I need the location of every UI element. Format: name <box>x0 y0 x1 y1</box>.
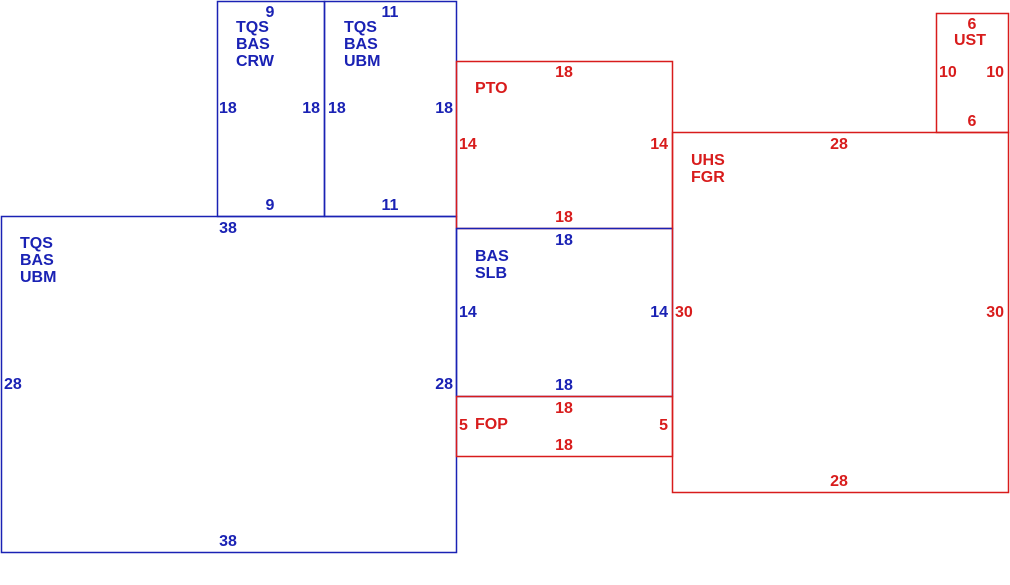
dimension-right: 10 <box>986 64 1004 81</box>
room-label-line: BAS <box>20 252 54 269</box>
dimension-right: 14 <box>650 136 668 153</box>
room-label-line: BAS <box>475 248 509 265</box>
dimension-bottom: 9 <box>266 197 275 214</box>
dimension-top: 9 <box>266 4 275 21</box>
dimension-top: 18 <box>555 64 573 81</box>
room-label-line: CRW <box>236 53 275 70</box>
room-outline <box>671 131 1010 494</box>
dimension-left: 28 <box>4 376 22 393</box>
dimension-left: 5 <box>459 417 468 434</box>
dimension-bottom: 11 <box>382 197 399 214</box>
dimension-right: 14 <box>650 304 668 321</box>
dimension-top: 6 <box>968 16 977 33</box>
dimension-bottom: 28 <box>830 473 848 490</box>
dimension-top: 18 <box>555 400 573 417</box>
room-label-line: UBM <box>344 53 380 70</box>
dimension-right: 28 <box>435 376 453 393</box>
room-pto: PTO 18 18 14 14 <box>455 60 674 230</box>
dimension-left: 14 <box>459 304 477 321</box>
room-fop: FOP 18 18 5 5 <box>455 395 674 458</box>
dimension-left: 18 <box>328 100 346 117</box>
room-label-line: FOP <box>475 416 508 433</box>
dimension-top: 18 <box>555 232 573 249</box>
room-label-line: PTO <box>475 80 508 97</box>
room-label-line: SLB <box>475 265 507 282</box>
room-outline <box>0 215 458 554</box>
dimension-right: 18 <box>302 100 320 117</box>
room-label-line: BAS <box>344 36 378 53</box>
room-label-line: TQS <box>344 19 377 36</box>
dimension-bottom: 18 <box>555 437 573 454</box>
dimension-bottom: 38 <box>219 533 237 550</box>
dimension-top: 38 <box>219 220 237 237</box>
dimension-left: 18 <box>219 100 237 117</box>
dimension-bottom: 6 <box>968 113 977 130</box>
dimension-right: 18 <box>435 100 453 117</box>
dimension-bottom: 18 <box>555 377 573 394</box>
dimension-top: 11 <box>382 4 399 21</box>
room-label-line: FGR <box>691 169 725 186</box>
room-label-line: UBM <box>20 269 56 286</box>
dimension-right: 30 <box>986 304 1004 321</box>
room-label-line: TQS <box>20 235 53 252</box>
room-label-line: BAS <box>236 36 270 53</box>
dimension-top: 28 <box>830 136 848 153</box>
dimension-right: 5 <box>659 417 668 434</box>
dimension-bottom: 18 <box>555 209 573 226</box>
room-label-line: UHS <box>691 152 725 169</box>
room-label-line: UST <box>954 32 986 49</box>
room-outline <box>935 12 1010 134</box>
dimension-left: 30 <box>675 304 693 321</box>
room-label-line: TQS <box>236 19 269 36</box>
dimension-left: 14 <box>459 136 477 153</box>
dimension-left: 10 <box>939 64 957 81</box>
